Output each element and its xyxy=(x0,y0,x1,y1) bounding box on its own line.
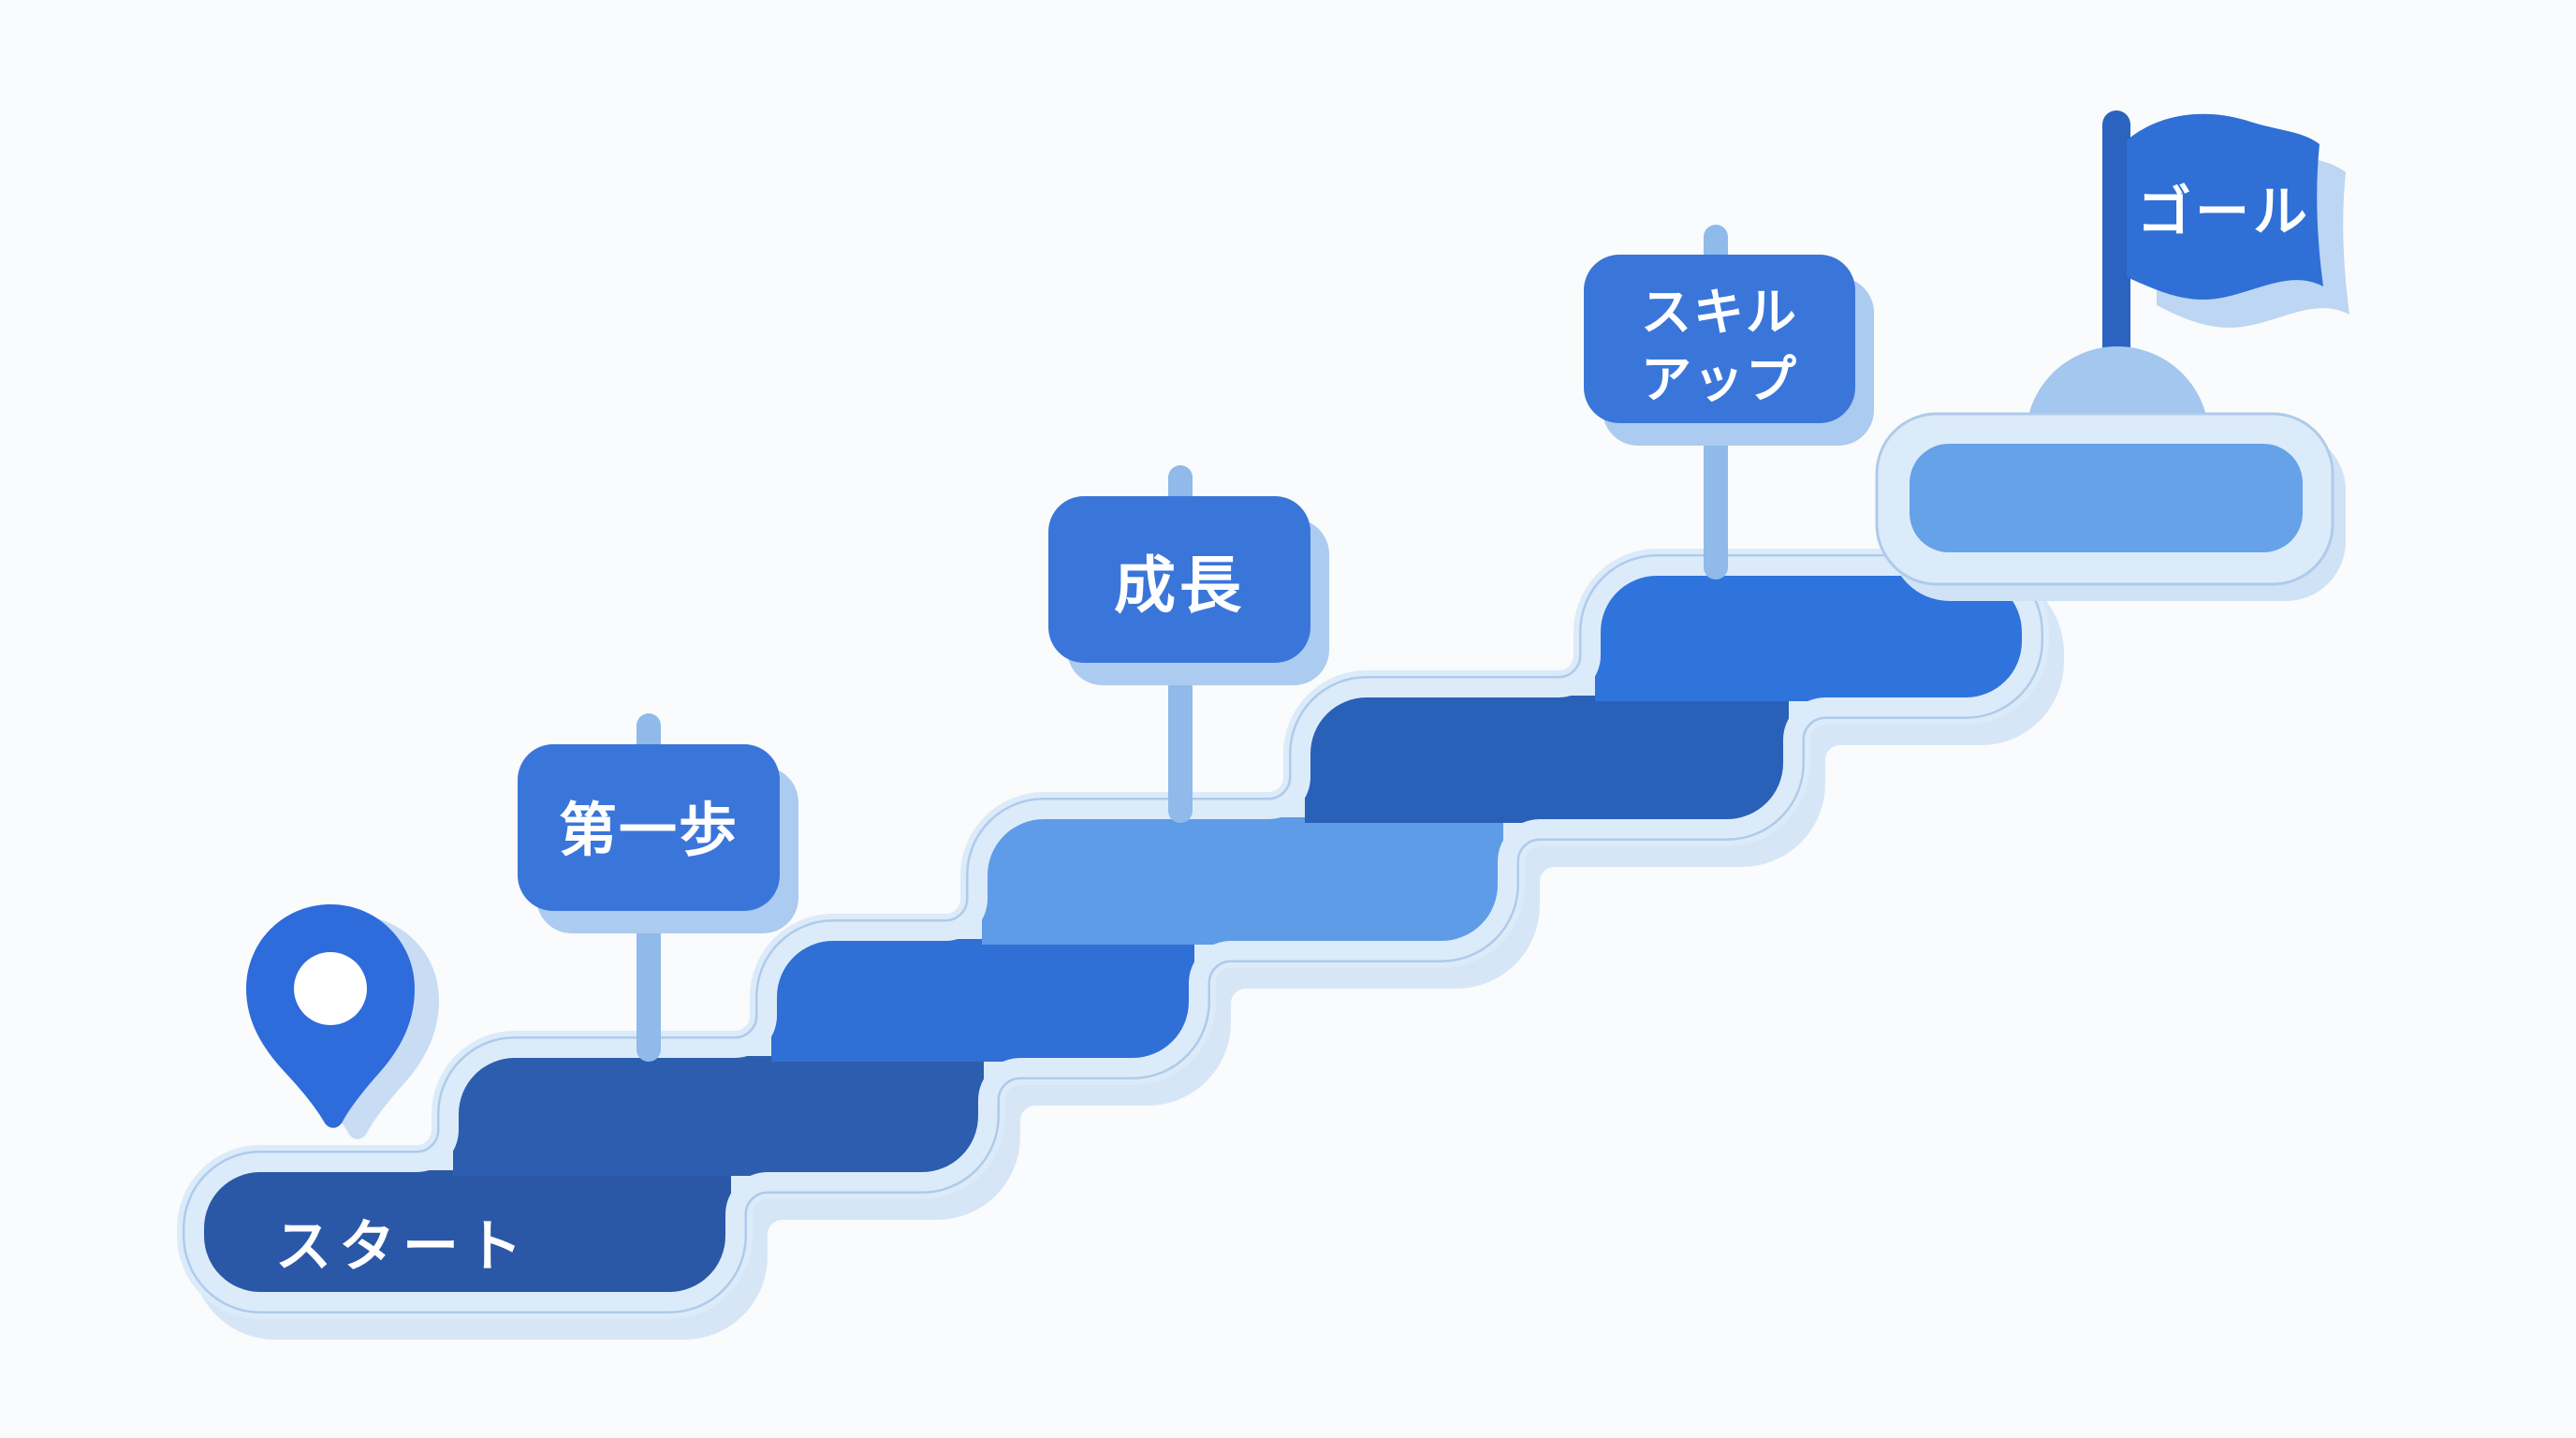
summit-group xyxy=(1875,346,2346,601)
sign-board xyxy=(1048,496,1310,663)
sign-label: 成長 xyxy=(1114,550,1245,622)
pin-hole xyxy=(294,952,367,1025)
step-7 xyxy=(1910,444,2303,552)
sign-label-line2: アップ xyxy=(1641,350,1798,409)
sign-board xyxy=(518,744,780,911)
signpost-milestone2: 成長 xyxy=(1048,465,1329,823)
step-1 xyxy=(204,1170,731,1292)
step-5 xyxy=(1305,696,1789,823)
sign-board xyxy=(1584,255,1855,423)
goal-label: ゴール xyxy=(2137,180,2311,243)
signpost-milestone1: 第一歩 xyxy=(518,713,798,1062)
step-4 xyxy=(982,817,1503,945)
signpost-milestone3: スキル アップ xyxy=(1584,225,1874,580)
sign-label-line1: スキル xyxy=(1641,283,1798,342)
flag-pole xyxy=(2102,110,2130,365)
step-3 xyxy=(771,939,1194,1062)
flag-banner xyxy=(2127,113,2323,300)
sign-label: 第一歩 xyxy=(559,796,739,864)
goal-flag-icon: ゴール xyxy=(2102,110,2349,365)
start-step-label: スタート xyxy=(275,1214,530,1280)
staircase-steps xyxy=(204,576,2022,1292)
step-2 xyxy=(453,1056,984,1176)
location-pin-icon xyxy=(246,904,439,1139)
